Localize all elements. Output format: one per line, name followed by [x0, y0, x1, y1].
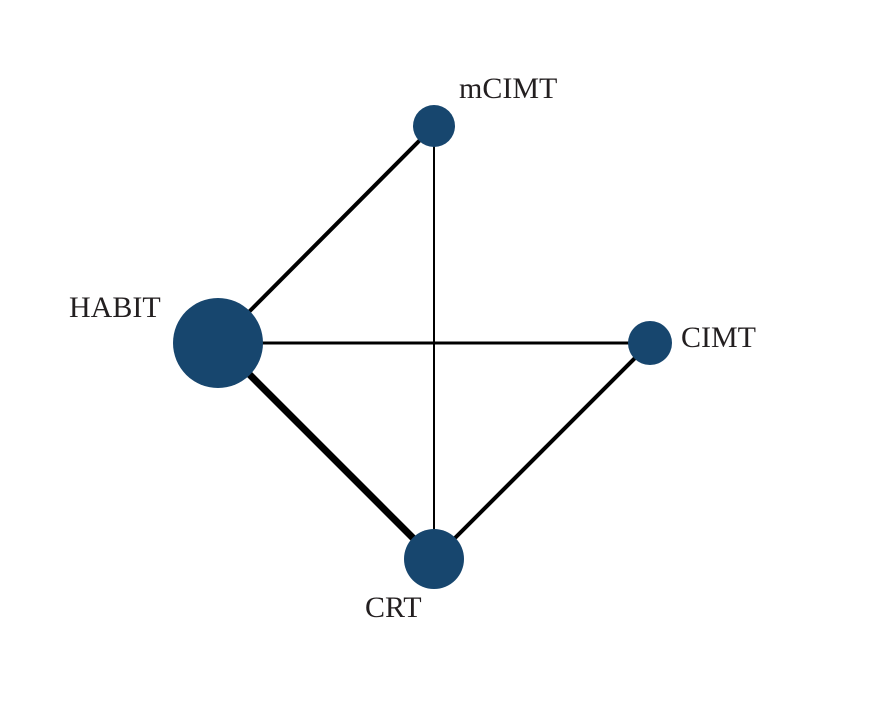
edge-habit-mcimt — [216, 124, 436, 345]
edge-habit-crt — [215, 340, 437, 562]
node-label-mcimt: mCIMT — [459, 72, 557, 105]
edge-cimt-crt — [432, 341, 652, 561]
node-habit — [173, 298, 263, 388]
node-cimt — [628, 321, 672, 365]
node-label-cimt: CIMT — [681, 321, 756, 354]
node-mcimt — [413, 105, 455, 147]
node-label-habit: HABIT — [69, 291, 161, 324]
node-crt — [404, 529, 464, 589]
node-label-crt: CRT — [365, 591, 422, 624]
